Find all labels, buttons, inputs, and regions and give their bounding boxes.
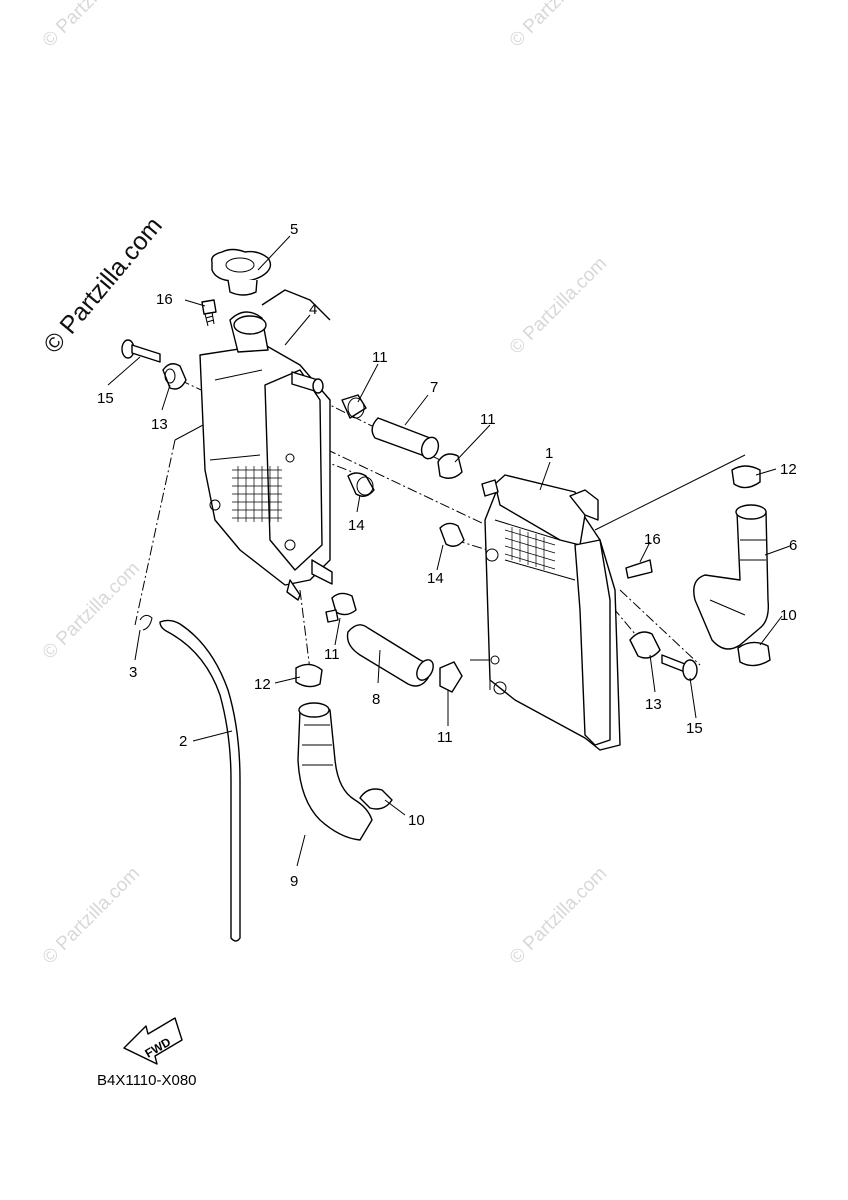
callout-label: 13 (151, 416, 168, 433)
right-radiator (481, 474, 621, 751)
diagram-code: B4X1110-X080 (97, 1072, 197, 1089)
watermark: © Partzilla.com (506, 0, 611, 52)
watermark: © Partzilla.com (39, 863, 144, 968)
callout-label: 2 (179, 733, 187, 750)
callout-label: 9 (290, 873, 298, 890)
left-radiator (199, 289, 333, 601)
hoses (159, 417, 770, 942)
fwd-arrow: FWD (123, 1017, 183, 1065)
callout-label: 13 (645, 696, 662, 713)
callout-label: 14 (427, 570, 444, 587)
left-radiator-core (232, 466, 282, 522)
callout-label: 11 (372, 349, 388, 366)
clamp-10-right (737, 641, 771, 667)
callout-label: 12 (780, 461, 797, 478)
callout-label: 3 (129, 664, 137, 681)
callout-label: 12 (254, 676, 271, 693)
callout-label: 16 (644, 531, 661, 548)
watermark: © Partzilla.com (506, 253, 611, 358)
hardware (121, 299, 771, 810)
clamp-11-a (341, 394, 367, 419)
callout-label: 10 (780, 607, 797, 624)
callout-label: 11 (480, 411, 496, 428)
watermark: © Partzilla.com (39, 0, 144, 52)
callout-label: 8 (372, 691, 380, 708)
breather-tube-2 (159, 619, 241, 942)
callout-label: 4 (309, 301, 317, 318)
callout-label: 15 (686, 720, 703, 737)
watermark-main: © Partzilla.com (38, 212, 168, 359)
callout-label: 16 (156, 291, 173, 308)
bolt-15-right (661, 654, 686, 673)
callout-label: 11 (437, 729, 453, 746)
watermark: © Partzilla.com (506, 863, 611, 968)
damper-14-right (439, 522, 465, 547)
callout-label: 5 (290, 221, 298, 238)
callout-label: 10 (408, 812, 425, 829)
callout-label: 6 (789, 537, 797, 554)
hose-6 (693, 507, 770, 650)
right-radiator-core (504, 527, 556, 570)
damper-13-right (629, 631, 661, 659)
leader-lines (107, 235, 791, 867)
clip-3 (139, 614, 153, 631)
watermark: © Partzilla.com (39, 558, 144, 663)
callout-label: 11 (324, 646, 340, 663)
clamp-12-right (731, 465, 761, 489)
callout-labels: 1 2 3 4 5 6 7 8 9 10 10 11 11 11 11 12 1… (97, 221, 797, 890)
bolt-16-left (201, 299, 217, 315)
callout-label: 7 (430, 379, 438, 396)
clamp-10-left (359, 788, 393, 810)
clamp-11-d (439, 661, 463, 693)
bolt-16-right (625, 559, 653, 579)
clamp-12-left (295, 663, 323, 688)
clamp-11-b (437, 453, 463, 479)
hose-9 (297, 704, 373, 841)
callout-label: 1 (545, 445, 553, 462)
radiator-cap (211, 248, 272, 296)
callout-label: 15 (97, 390, 114, 407)
callout-label: 14 (348, 517, 365, 534)
clamp-11-c (331, 592, 357, 616)
